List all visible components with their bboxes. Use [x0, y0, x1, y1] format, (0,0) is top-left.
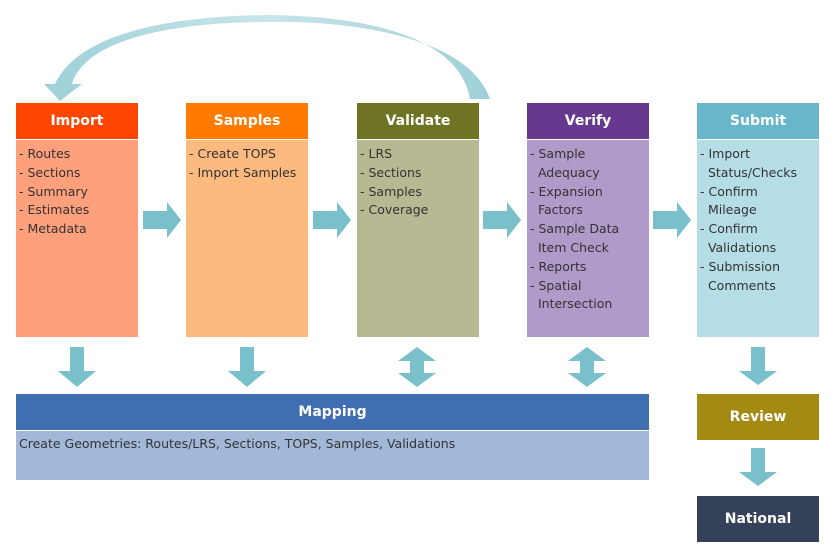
review-box: Review: [697, 394, 819, 440]
list-item: - LRS: [360, 146, 393, 161]
list-item: - Import: [700, 146, 750, 161]
arrow-down-icon: [739, 347, 777, 385]
list-item: - Spatial: [530, 277, 582, 293]
list-item: Comments: [700, 277, 776, 293]
list-item: - Sample: [530, 146, 586, 161]
feedback-arrow-shape: [44, 15, 490, 101]
list-item: Mileage: [700, 202, 757, 218]
stage-samples-header: Samples: [186, 103, 308, 139]
arrow-right-icon: [143, 202, 181, 238]
list-item: Adequacy: [530, 164, 600, 180]
list-item: - Estimates: [19, 202, 90, 218]
arrow-up-down-icon: [568, 347, 606, 387]
list-item: - Sections: [19, 164, 81, 180]
stage-verify-header: Verify: [527, 103, 649, 139]
stage-submit-header: Submit: [697, 103, 819, 139]
list-item: - Metadata: [19, 221, 87, 237]
list-item: - Coverage: [360, 202, 429, 218]
arrow-right-icon: [483, 202, 521, 238]
arrow-right-icon: [653, 202, 691, 238]
stage-submit: Submit - Import Status/Checks - Confirm …: [697, 103, 819, 337]
list-item: - Import Samples: [189, 164, 297, 180]
stage-verify: Verify - Sample Adequacy - Expansion Fac…: [527, 103, 649, 337]
mapping-header: Mapping: [16, 394, 649, 430]
stage-samples: Samples - Create TOPS - Import Samples: [186, 103, 308, 337]
list-item: - Submission: [700, 258, 780, 274]
stage-import-header: Import: [16, 103, 138, 139]
list-item: - Samples: [360, 183, 422, 199]
feedback-curved-arrow: [44, 15, 490, 101]
arrow-down-icon: [228, 347, 266, 387]
stage-validate-header: Validate: [357, 103, 479, 139]
arrow-down-icon: [739, 448, 777, 486]
list-item: Validations: [700, 239, 777, 255]
list-item: Status/Checks: [700, 164, 797, 180]
list-item: - Create TOPS: [189, 146, 276, 161]
list-item: - Sections: [360, 164, 422, 180]
list-item: - Confirm: [700, 221, 758, 237]
list-item: Intersection: [530, 296, 613, 312]
arrow-right-icon: [313, 202, 351, 238]
stage-verify-body: - Sample Adequacy - Expansion Factors - …: [527, 140, 649, 337]
mapping-description: Create Geometries: Routes/LRS, Sections,…: [16, 431, 649, 480]
stage-submit-body: - Import Status/Checks - Confirm Mileage…: [697, 140, 819, 337]
list-item: - Summary: [19, 183, 88, 199]
national-box: National: [697, 496, 819, 542]
arrow-down-icon: [58, 347, 96, 387]
stage-import: Import - Routes - Sections - Summary - E…: [16, 103, 138, 337]
stage-validate-body: - LRS - Sections - Samples - Coverage: [357, 140, 479, 337]
stage-samples-body: - Create TOPS - Import Samples: [186, 140, 308, 337]
stage-import-body: - Routes - Sections - Summary - Estimate…: [16, 140, 138, 337]
arrow-up-down-icon: [398, 347, 436, 387]
list-item: - Reports: [530, 258, 587, 274]
stage-validate: Validate - LRS - Sections - Samples - Co…: [357, 103, 479, 337]
list-item: - Expansion: [530, 183, 603, 199]
list-item: Item Check: [530, 239, 609, 255]
list-item: - Routes: [19, 146, 71, 161]
list-item: Factors: [530, 202, 583, 218]
list-item: - Sample Data: [530, 221, 620, 237]
list-item: - Confirm: [700, 183, 758, 199]
